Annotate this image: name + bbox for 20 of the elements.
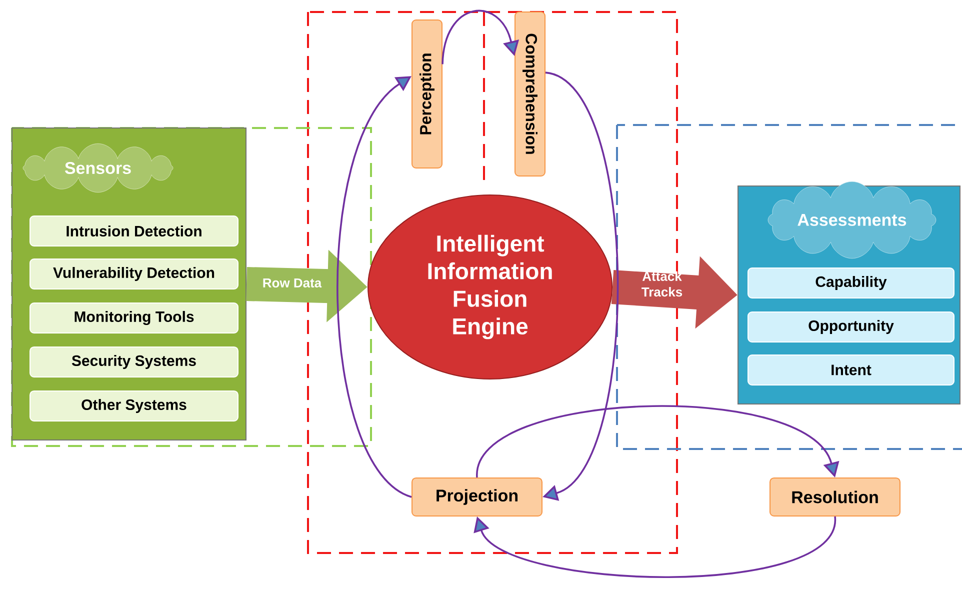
stage-box: Resolution [770, 478, 900, 516]
cloud-heading: Sensors [22, 143, 174, 193]
edge-label: Attack Tracks [642, 271, 682, 297]
list-item: Monitoring Tools [30, 302, 238, 334]
stage-box: Perception [412, 20, 442, 168]
stage-box: Projection [412, 478, 542, 516]
stage-box: Comprehension [514, 12, 546, 176]
list-item: Other Systems [30, 390, 238, 422]
cloud-heading: Assessments [768, 181, 936, 259]
arrow [474, 516, 836, 578]
arrow [476, 405, 840, 478]
arrow [442, 10, 520, 64]
list-item: Intent [748, 354, 954, 386]
list-item: Intrusion Detection [30, 216, 238, 246]
arrow [336, 76, 412, 498]
list-item: Vulnerability Detection [30, 258, 238, 290]
list-item: Security Systems [30, 346, 238, 378]
list-item: Opportunity [748, 312, 954, 342]
list-item: Capability [748, 268, 954, 298]
edge-label: Row Data [263, 278, 322, 288]
